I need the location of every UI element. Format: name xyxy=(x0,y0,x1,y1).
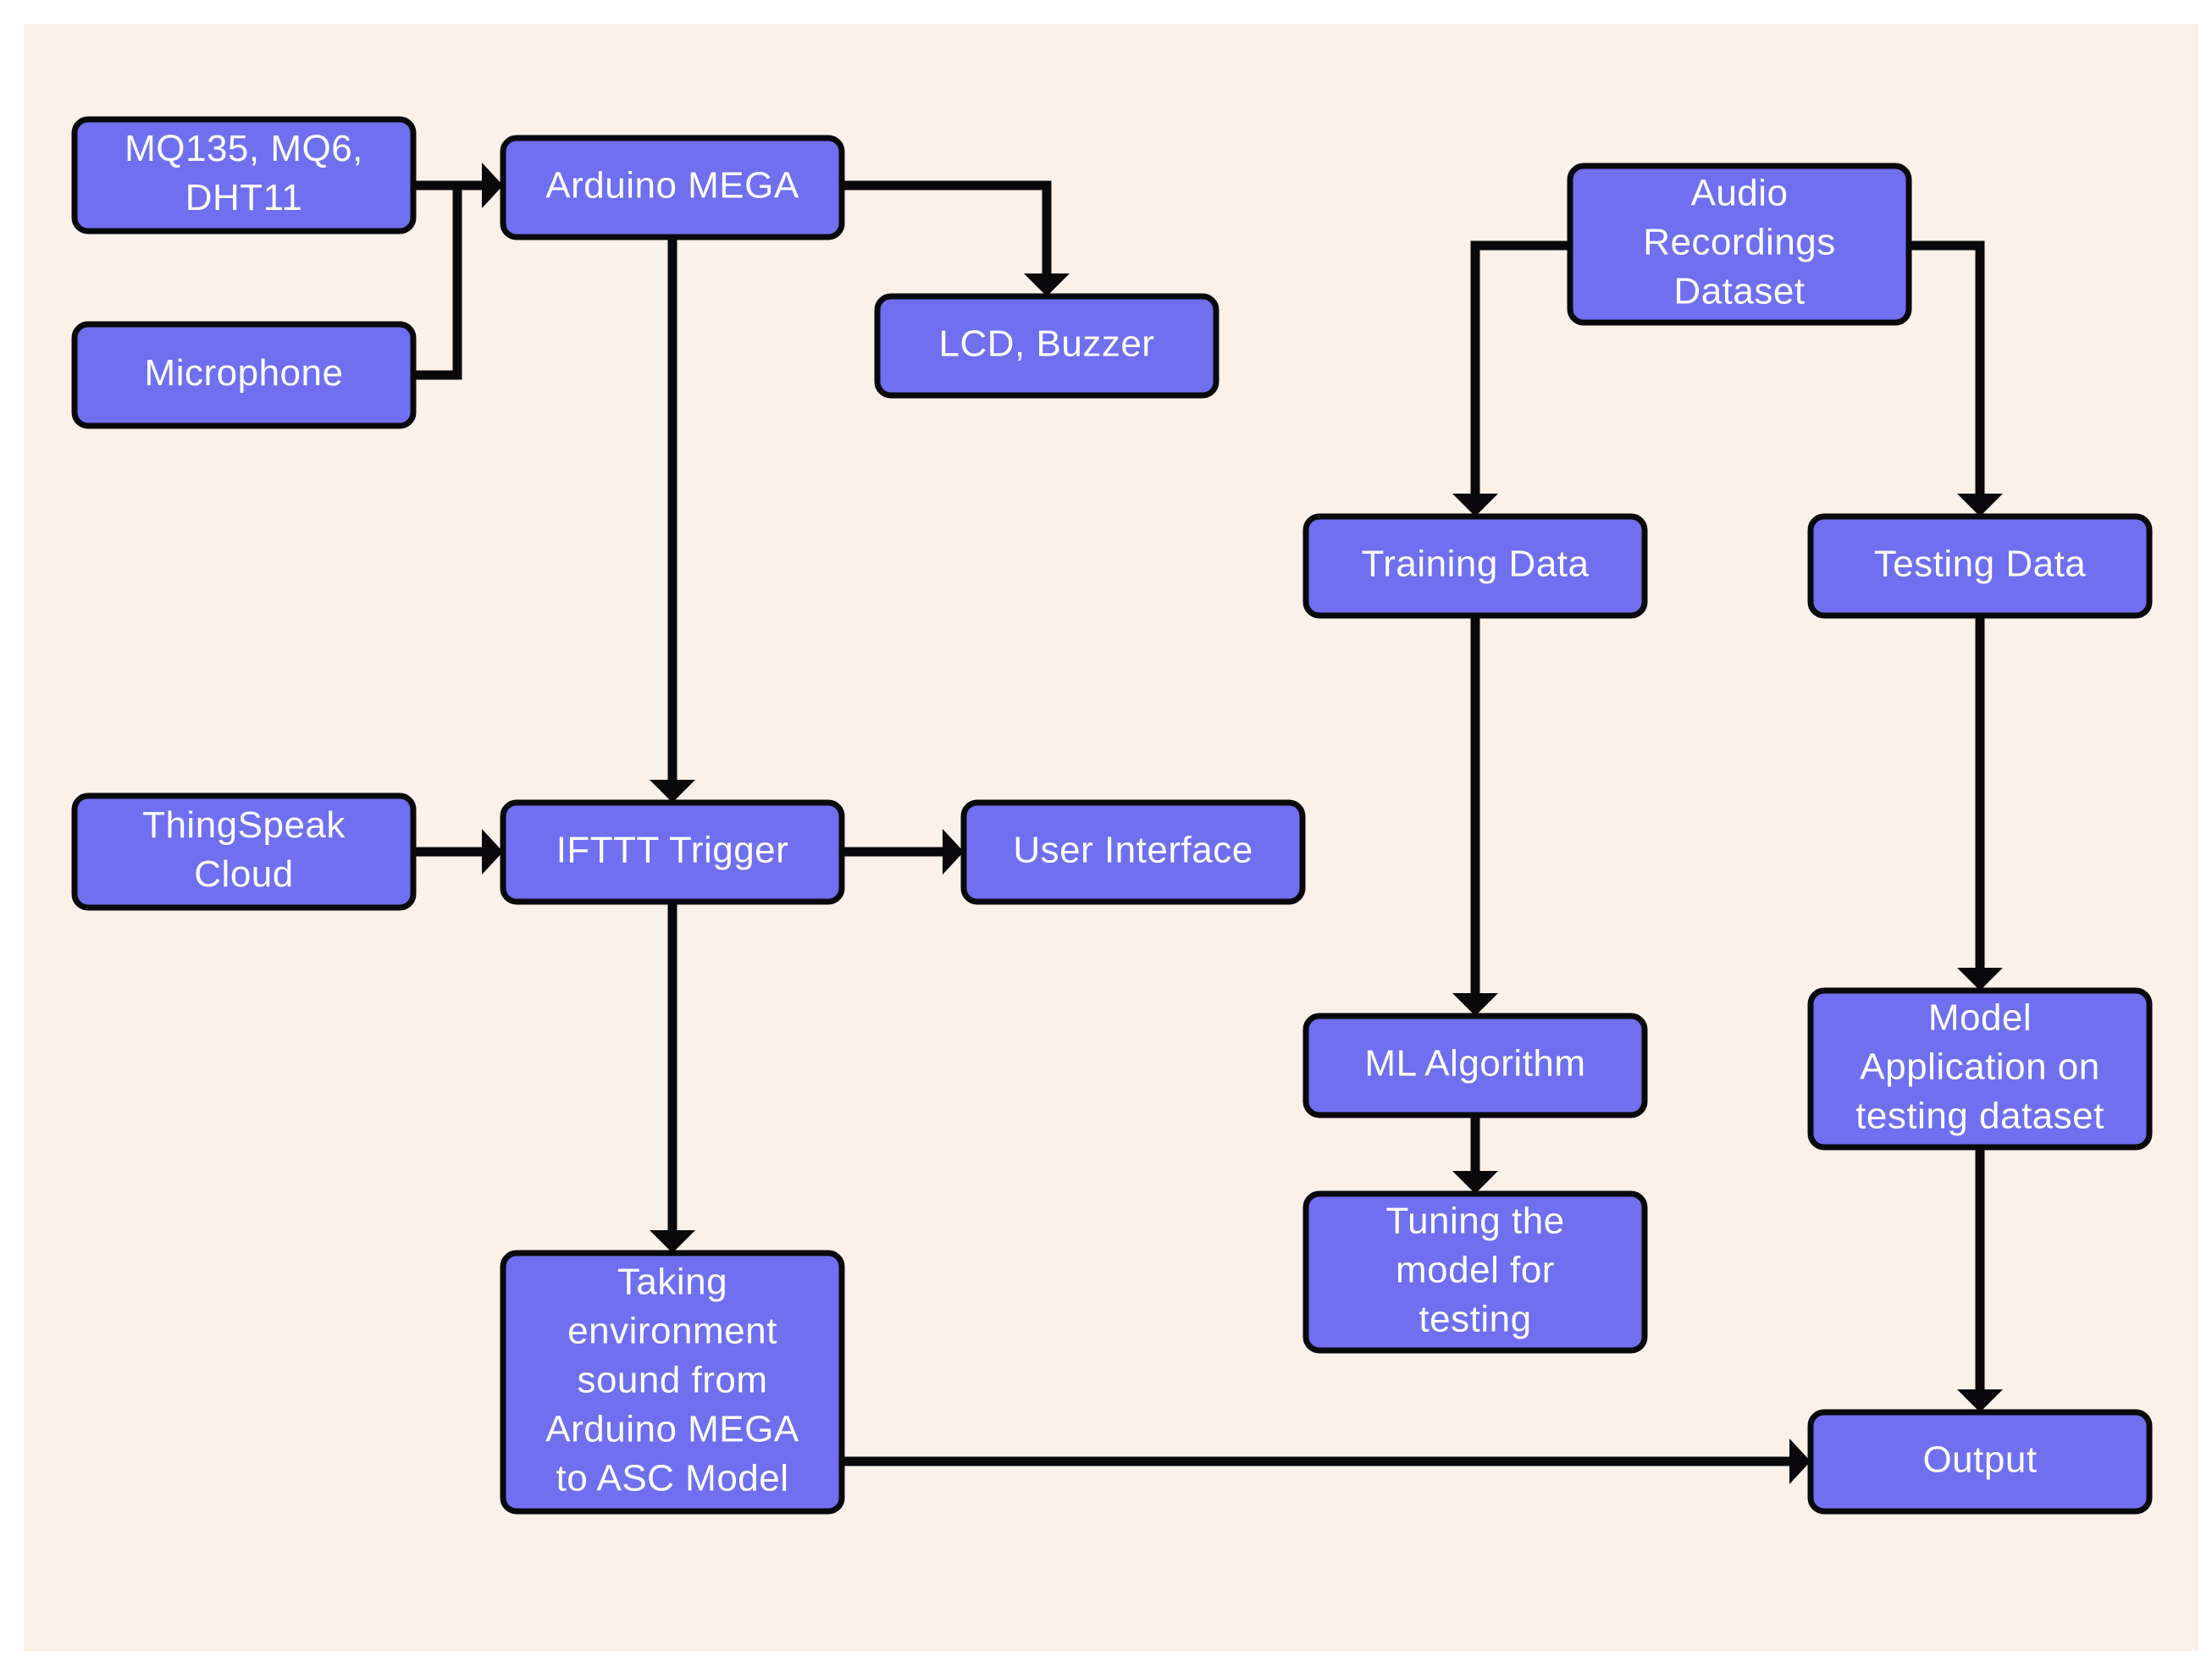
node-label: LCD, Buzzer xyxy=(939,323,1155,364)
node-label: IFTTT Trigger xyxy=(556,829,789,870)
node-box[interactable] xyxy=(1807,987,2153,1151)
edges-layer xyxy=(413,163,2003,1484)
node-box[interactable] xyxy=(71,116,417,235)
node-label: User Interface xyxy=(1013,829,1253,870)
node-box[interactable] xyxy=(960,799,1306,905)
edge-test-to-model-apply xyxy=(1957,616,2003,991)
node-label: Arduino MEGA xyxy=(545,164,799,206)
node-box[interactable] xyxy=(500,135,845,240)
node-lcd-buzzer[interactable]: LCD, Buzzer xyxy=(874,293,1219,399)
node-box[interactable] xyxy=(1567,163,1912,326)
node-box[interactable] xyxy=(1302,513,1648,619)
edge-train-to-ml xyxy=(1452,616,1498,1016)
node-ifttt[interactable]: IFTTT Trigger xyxy=(500,799,845,905)
node-microphone[interactable]: Microphone xyxy=(71,321,417,429)
node-box[interactable] xyxy=(1807,1409,2153,1515)
node-label: Testing Data xyxy=(1874,543,2087,584)
node-test-data[interactable]: Testing Data xyxy=(1807,513,2153,619)
node-label: Training Data xyxy=(1362,543,1590,584)
node-label: Microphone xyxy=(145,352,344,394)
node-box[interactable] xyxy=(500,1250,845,1515)
edge-asc-input-to-output xyxy=(842,1438,1811,1484)
node-label: MQ135, MQ6,DHT11 xyxy=(124,128,363,218)
node-label: ML Algorithm xyxy=(1364,1042,1585,1084)
node-output[interactable]: Output xyxy=(1807,1409,2153,1515)
node-box[interactable] xyxy=(1302,1013,1648,1118)
node-label: Output xyxy=(1922,1438,2037,1480)
node-ui[interactable]: User Interface xyxy=(960,799,1306,905)
edge-audio-to-test xyxy=(1909,240,2003,516)
edge-arduino-to-ifttt xyxy=(650,237,695,803)
node-ml-algo[interactable]: ML Algorithm xyxy=(1302,1013,1648,1118)
node-box[interactable] xyxy=(1807,513,2153,619)
node-arduino[interactable]: Arduino MEGA xyxy=(500,135,845,240)
node-box[interactable] xyxy=(874,293,1219,399)
node-train-data[interactable]: Training Data xyxy=(1302,513,1648,619)
edge-model-apply-to-output xyxy=(1957,1147,2003,1412)
node-box[interactable] xyxy=(71,792,417,911)
edge-microphone-to-arduino xyxy=(413,180,485,380)
edge-ifttt-to-ui xyxy=(842,829,964,875)
node-box[interactable] xyxy=(500,799,845,905)
edge-audio-to-train xyxy=(1452,240,1570,516)
edge-thingspeak-to-ifttt xyxy=(413,829,503,875)
node-box[interactable] xyxy=(1302,1190,1648,1354)
node-box[interactable] xyxy=(71,321,417,429)
edge-ifttt-to-asc-input xyxy=(650,902,695,1253)
edge-ml-to-tuning xyxy=(1452,1115,1498,1194)
node-sensors[interactable]: MQ135, MQ6,DHT11 xyxy=(71,116,417,235)
edge-arduino-to-lcd xyxy=(842,180,1070,296)
